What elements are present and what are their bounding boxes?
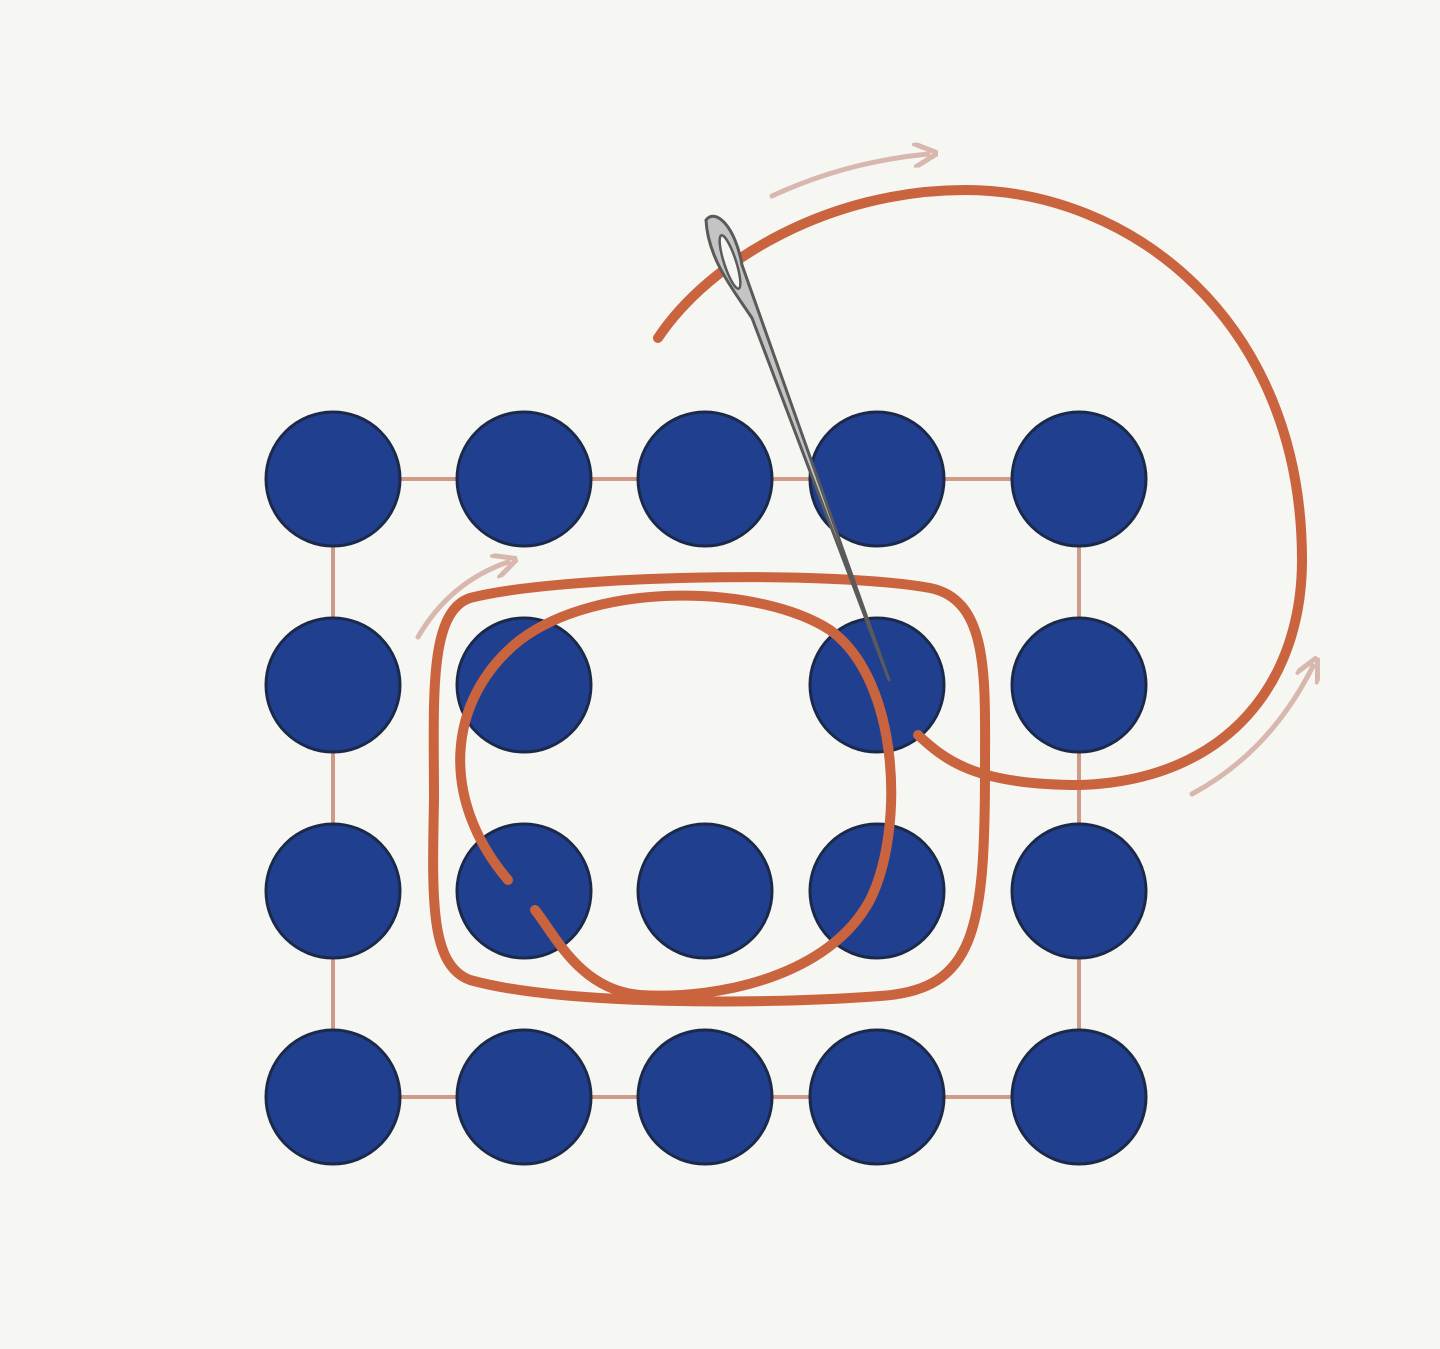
bead-r3-c5 [1012, 824, 1146, 958]
bead-r2-c1 [266, 618, 400, 752]
bead-r4-c3 [638, 1030, 772, 1164]
bead-r4-c4 [810, 1030, 944, 1164]
bead-r3-c3 [638, 824, 772, 958]
bead-r3-c2 [457, 824, 591, 958]
bead-r1-c5 [1012, 412, 1146, 546]
bead-r1-c1 [266, 412, 400, 546]
bead-r2-c5 [1012, 618, 1146, 752]
bead-r3-c1 [266, 824, 400, 958]
bead-r4-c5 [1012, 1030, 1146, 1164]
bead-r4-c2 [457, 1030, 591, 1164]
bead-r4-c1 [266, 1030, 400, 1164]
bead-r2-c4 [810, 618, 944, 752]
bead-r1-c3 [638, 412, 772, 546]
bead-r1-c2 [457, 412, 591, 546]
